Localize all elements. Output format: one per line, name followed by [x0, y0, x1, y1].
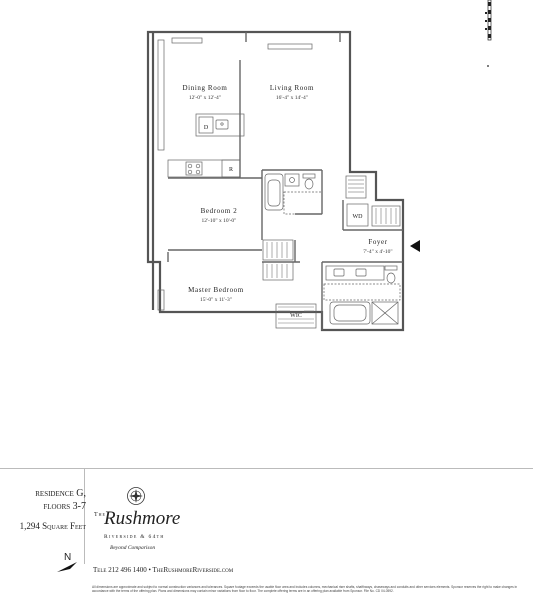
closets: WIC	[262, 175, 401, 329]
dining-room-dim: 12'-0" x 12'-4"	[189, 95, 221, 101]
window	[157, 39, 165, 151]
dishwasher-label: D	[204, 125, 209, 131]
master-bathroom	[323, 265, 401, 325]
living-room-label: Living Room	[270, 84, 314, 92]
bedroom-2-closet	[262, 239, 294, 261]
dishwasher	[198, 116, 214, 134]
bathtub	[264, 173, 284, 211]
floor-plan: D R	[146, 0, 492, 332]
dining-room-label: Dining Room	[183, 84, 228, 92]
kitchen-island	[195, 113, 245, 137]
window	[157, 289, 165, 311]
walk-in-closet	[275, 303, 317, 329]
window	[267, 43, 313, 50]
master-closet	[262, 261, 294, 281]
kitchen: D R	[167, 113, 245, 178]
footer-vertical-divider	[84, 468, 85, 564]
sink	[215, 119, 229, 130]
foyer-closet	[371, 205, 401, 227]
brand-contact: Tele 212 496 1400 • TheRushmoreRiverside…	[93, 566, 234, 574]
entry-arrow-icon	[410, 240, 420, 252]
residence-area: 1,294 Square Feet	[19, 521, 86, 531]
master-bedroom-label: Master Bedroom	[188, 286, 244, 294]
wic-label: WIC	[290, 313, 302, 319]
exterior-walls	[146, 30, 405, 332]
residence-line2: floors 3-7	[43, 501, 86, 512]
disclaimer-text: All dimensions are approximate and subje…	[92, 585, 518, 593]
shower	[371, 301, 399, 325]
rushmore-seal-icon	[127, 487, 145, 505]
window	[171, 37, 203, 44]
master-bedroom-dim: 15'-0" x 11'-3"	[200, 297, 232, 303]
foyer-dim: 7'-4" x 4'-10"	[363, 249, 392, 255]
washer-dryer: WD	[346, 203, 369, 227]
north-label: N	[64, 552, 72, 563]
foyer-label: Foyer	[368, 238, 387, 246]
residence-line1: residence G,	[35, 488, 86, 499]
brand-the: The	[94, 512, 106, 518]
toilet	[304, 178, 314, 190]
north-arrow-icon	[57, 562, 77, 572]
bathtub	[329, 301, 371, 325]
bedroom-2-dim: 12'-10" x 10'-0"	[202, 218, 237, 224]
linen-closet	[345, 175, 367, 199]
bedroom-2-label: Bedroom 2	[201, 207, 238, 215]
footer-divider	[0, 468, 533, 469]
refrigerator-label: R	[229, 167, 233, 173]
wd-label: WD	[353, 214, 364, 220]
brand-name: Rushmore	[104, 508, 181, 529]
cooktop	[185, 161, 203, 176]
toilet	[386, 272, 396, 284]
bathroom-2	[264, 173, 323, 215]
brand-location: Riverside & 64th	[104, 534, 165, 540]
double-vanity	[325, 265, 385, 281]
scale-bar	[485, 0, 492, 67]
brand-tagline: Beyond Comparison	[110, 545, 156, 551]
vanity	[284, 173, 300, 187]
refrigerator	[221, 159, 241, 178]
living-room-dim: 16'-4" x 14'-4"	[276, 95, 308, 101]
